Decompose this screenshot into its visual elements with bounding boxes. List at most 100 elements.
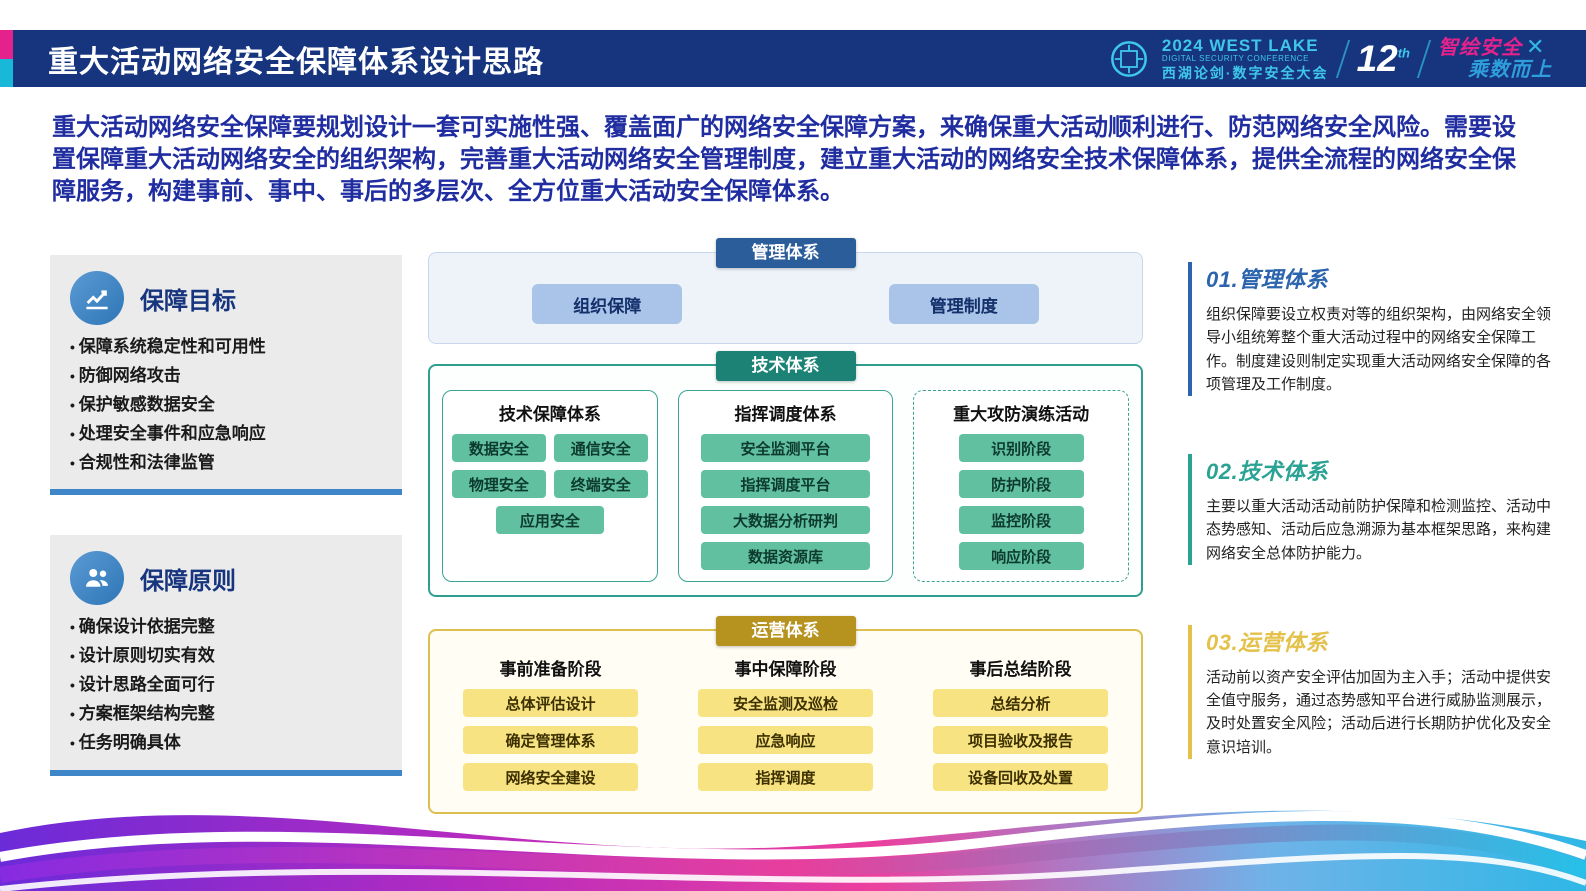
note-number: 02. [1206, 459, 1239, 484]
conference-name-en-line2: DIGITAL SECURITY CONFERENCE [1161, 53, 1310, 63]
conference-slogan: 智绘安全✕ 乘数而上 [1438, 35, 1552, 81]
operations-system-section: 运营体系 事前准备阶段 总体评估设计 确定管理体系 网络安全建设 事中保障阶段 … [428, 616, 1143, 814]
management-system-section: 管理体系 组织保障 管理制度 [428, 238, 1143, 344]
goal-item: 保护敏感数据安全 [70, 391, 382, 420]
ops-column-title: 事中保障阶段 [734, 660, 837, 679]
management-system-badge: 管理体系 [715, 238, 856, 268]
tech-chip: 响应阶段 [958, 542, 1084, 570]
tech-box-title: 重大攻防演练活动 [953, 405, 1090, 424]
technical-system-section: 技术体系 技术保障体系 数据安全 通信安全 物理安全 终端安全 应用安全 指挥调… [428, 351, 1143, 597]
note-text: 活动前以资产安全评估加固为主入手；活动中提供安全值守服务，通过态势感知平台进行威… [1206, 668, 1552, 756]
principle-item: 方案框架结构完整 [70, 700, 382, 729]
ops-chip: 总体评估设计 [462, 689, 639, 717]
note-title: 01.管理体系 [1206, 262, 1562, 294]
note-heading: 技术体系 [1238, 459, 1329, 484]
tech-chip: 监控阶段 [958, 506, 1084, 534]
slogan-line2: 乘数而上 [1468, 59, 1552, 81]
x-mark-icon: ✕ [1526, 34, 1546, 60]
goals-list: 保障系统稳定性和可用性 防御网络攻击 保护敏感数据安全 处理安全事件和应急响应 … [70, 333, 382, 477]
ops-chip: 网络安全建设 [462, 763, 639, 791]
slogan-line1: 智绘安全 [1438, 37, 1522, 60]
ops-column-title: 事前准备阶段 [499, 660, 602, 679]
conference-name: 2024 WEST LAKE DIGITAL SECURITY CONFEREN… [1162, 36, 1329, 82]
principles-panel: 保障原则 确保设计依据完整 设计原则切实有效 设计思路全面可行 方案框架结构完整… [50, 535, 402, 776]
tech-chip: 数据资源库 [701, 542, 870, 570]
principle-item: 确保设计依据完整 [70, 613, 382, 642]
note-text: 组织保障要设立权责对等的组织架构，由网络安全领导小组统筹整个重大活动过程中的网络… [1206, 306, 1552, 393]
ops-chip: 设备回收及处置 [932, 763, 1109, 791]
goal-item: 合规性和法律监管 [70, 449, 382, 478]
note-operations: 03.运营体系 活动前以资产安全评估加固为主入手；活动中提供安全值守服务，通过态… [1188, 624, 1562, 759]
command-dispatch-box: 指挥调度体系 安全监测平台 指挥调度平台 大数据分析研判 数据资源库 [677, 390, 894, 582]
trend-chart-icon [70, 271, 124, 325]
ops-chip: 项目验收及报告 [932, 726, 1109, 754]
tech-chip: 指挥调度平台 [701, 470, 870, 498]
note-number: 03. [1206, 629, 1239, 655]
header-divider [1335, 39, 1350, 78]
principle-item: 设计原则切实有效 [70, 642, 382, 671]
header-divider [1416, 39, 1432, 78]
note-text: 主要以重大活动活动前防护保障和检测监控、活动中态势感知、活动后应急溯源为基本框架… [1206, 498, 1552, 562]
tech-chip-grid: 数据安全 通信安全 物理安全 终端安全 应用安全 [452, 434, 648, 534]
tech-chip: 大数据分析研判 [701, 506, 870, 534]
tech-chip-stack: 识别阶段 防护阶段 监控阶段 响应阶段 [923, 434, 1119, 570]
management-chip: 管理制度 [888, 284, 1039, 324]
ops-chip: 总结分析 [932, 689, 1109, 717]
conference-edition: 12th [1357, 40, 1410, 77]
tech-chip: 通信安全 [553, 434, 648, 462]
goals-panel-header: 保障目标 [70, 271, 382, 325]
tech-chip: 物理安全 [452, 470, 546, 498]
note-heading: 运营体系 [1238, 629, 1329, 655]
conference-branding: 2024 WEST LAKE DIGITAL SECURITY CONFEREN… [1109, 35, 1552, 81]
tech-chip-stack: 安全监测平台 指挥调度平台 大数据分析研判 数据资源库 [688, 434, 884, 570]
header-accent-bars [0, 30, 13, 87]
team-icon [70, 551, 124, 606]
principle-item: 任务明确具体 [70, 729, 382, 758]
note-technical: 02.技术体系 主要以重大活动活动前防护保障和检测监控、活动中态势感知、活动后应… [1188, 454, 1562, 565]
ops-chip: 应急响应 [697, 726, 874, 754]
conference-name-en-line1: 2024 WEST LAKE [1161, 35, 1319, 55]
tech-chip: 识别阶段 [958, 434, 1084, 462]
note-heading: 管理体系 [1238, 267, 1329, 292]
note-title: 02.技术体系 [1206, 454, 1562, 486]
tech-chip: 数据安全 [452, 434, 546, 462]
ops-chip: 指挥调度 [697, 763, 874, 791]
management-chip: 组织保障 [532, 284, 683, 324]
tech-chip: 终端安全 [553, 470, 648, 498]
tech-guarantee-box: 技术保障体系 数据安全 通信安全 物理安全 终端安全 应用安全 [442, 390, 658, 582]
tech-chip: 安全监测平台 [701, 434, 870, 462]
goals-panel-title: 保障目标 [140, 287, 236, 315]
left-column: 保障目标 保障系统稳定性和可用性 防御网络攻击 保护敏感数据安全 处理安全事件和… [50, 255, 402, 776]
tech-chip: 防护阶段 [958, 470, 1084, 498]
principles-list: 确保设计依据完整 设计原则切实有效 设计思路全面可行 方案框架结构完整 任务明确… [70, 613, 382, 757]
edition-number: 12 [1356, 38, 1398, 79]
tech-box-title: 技术保障体系 [498, 405, 601, 424]
accent-magenta-bar [0, 30, 13, 59]
system-diagram: 管理体系 组织保障 管理制度 技术体系 技术保障体系 数据安全 通信安全 物理安… [428, 238, 1143, 814]
intro-paragraph: 重大活动网络安全保障要规划设计一套可实施性强、覆盖面广的网络安全保障方案，来确保… [52, 114, 1516, 205]
note-title: 03.运营体系 [1206, 625, 1562, 657]
slide-header: 重大活动网络安全保障体系设计思路 2024 WEST LAKE DIGITAL … [0, 30, 1586, 87]
note-management: 01.管理体系 组织保障要设立权责对等的组织架构，由网络安全领导小组统筹整个重大… [1188, 262, 1562, 396]
pre-event-column: 事前准备阶段 总体评估设计 确定管理体系 网络安全建设 [446, 655, 655, 800]
notes-column: 01.管理体系 组织保障要设立权责对等的组织架构，由网络安全领导小组统筹整个重大… [1188, 262, 1562, 759]
goals-panel: 保障目标 保障系统稳定性和可用性 防御网络攻击 保护敏感数据安全 处理安全事件和… [50, 255, 402, 496]
page-title: 重大活动网络安全保障体系设计思路 [48, 45, 544, 79]
principle-item: 设计思路全面可行 [70, 671, 382, 700]
ops-column-title: 事后总结阶段 [969, 660, 1072, 679]
attack-defense-drill-box: 重大攻防演练活动 识别阶段 防护阶段 监控阶段 响应阶段 [913, 390, 1130, 582]
goal-item: 保障系统稳定性和可用性 [70, 333, 382, 362]
goal-item: 处理安全事件和应急响应 [70, 420, 382, 449]
post-event-column: 事后总结阶段 总结分析 项目验收及报告 设备回收及处置 [916, 655, 1125, 800]
conference-name-cn: 西湖论剑·数字安全大会 [1161, 64, 1329, 81]
accent-cyan-bar [0, 58, 13, 87]
tech-chip: 应用安全 [496, 506, 604, 534]
operations-system-badge: 运营体系 [715, 616, 856, 646]
note-number: 01. [1206, 267, 1239, 292]
technical-system-badge: 技术体系 [715, 351, 856, 381]
principles-panel-title: 保障原则 [140, 567, 236, 595]
conference-emblem-icon [1109, 39, 1149, 79]
ops-chip: 确定管理体系 [462, 726, 639, 754]
principles-panel-header: 保障原则 [70, 551, 382, 606]
